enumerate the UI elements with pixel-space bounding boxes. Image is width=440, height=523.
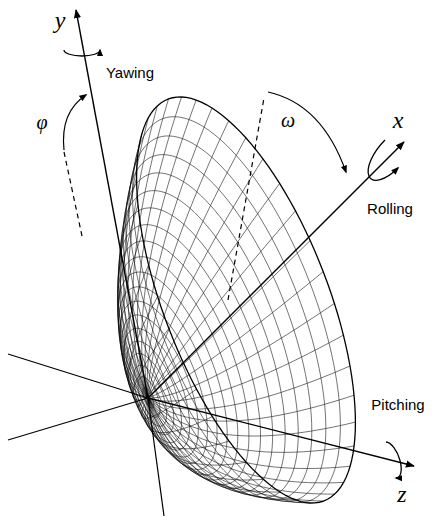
mesh-radial [124, 118, 149, 398]
axis-label: y [54, 8, 67, 32]
axis-label: x [392, 108, 405, 132]
mesh-radial [148, 183, 280, 398]
mesh-radial [148, 138, 246, 398]
pitching-arrow [386, 442, 401, 478]
mesh-radial [148, 366, 350, 409]
mesh-radial [148, 211, 295, 398]
mesh-radial [118, 205, 148, 398]
mesh-radial [148, 395, 354, 421]
rolling-arrow [368, 140, 398, 180]
mesh-radial [147, 398, 229, 449]
rotation-label: Pitching [370, 397, 425, 412]
omega-angle-arc [268, 92, 346, 172]
mesh-radial [148, 398, 246, 465]
axis-label: z [396, 482, 407, 506]
mesh-radial [137, 97, 181, 398]
reference-line [8, 354, 148, 398]
mesh-radial [142, 100, 196, 398]
mesh-radial [148, 398, 335, 494]
mesh-radial [148, 398, 355, 436]
y-axis-lower [148, 398, 164, 516]
yawing-arrow [64, 50, 100, 56]
phi-dashed-line [64, 152, 82, 236]
mesh-radial [133, 99, 169, 398]
omega-dashed-line [228, 98, 264, 300]
mesh-radial [148, 398, 310, 503]
rotation-label: Yawing [105, 65, 155, 80]
x-axis [148, 142, 404, 398]
mesh-radial [148, 398, 350, 469]
mesh-radial [148, 398, 280, 492]
angle-label: φ [35, 112, 48, 132]
mesh-radial [147, 121, 228, 398]
mesh-radial [148, 398, 324, 501]
rotation-label: Rolling [366, 201, 414, 216]
mesh-radial [118, 154, 148, 398]
axes [8, 10, 414, 516]
reference-line [8, 398, 148, 440]
angle-label: ω [280, 110, 296, 130]
mesh-radial [148, 398, 296, 500]
mesh-radial [148, 272, 323, 398]
phi-angle-arc [63, 95, 86, 150]
